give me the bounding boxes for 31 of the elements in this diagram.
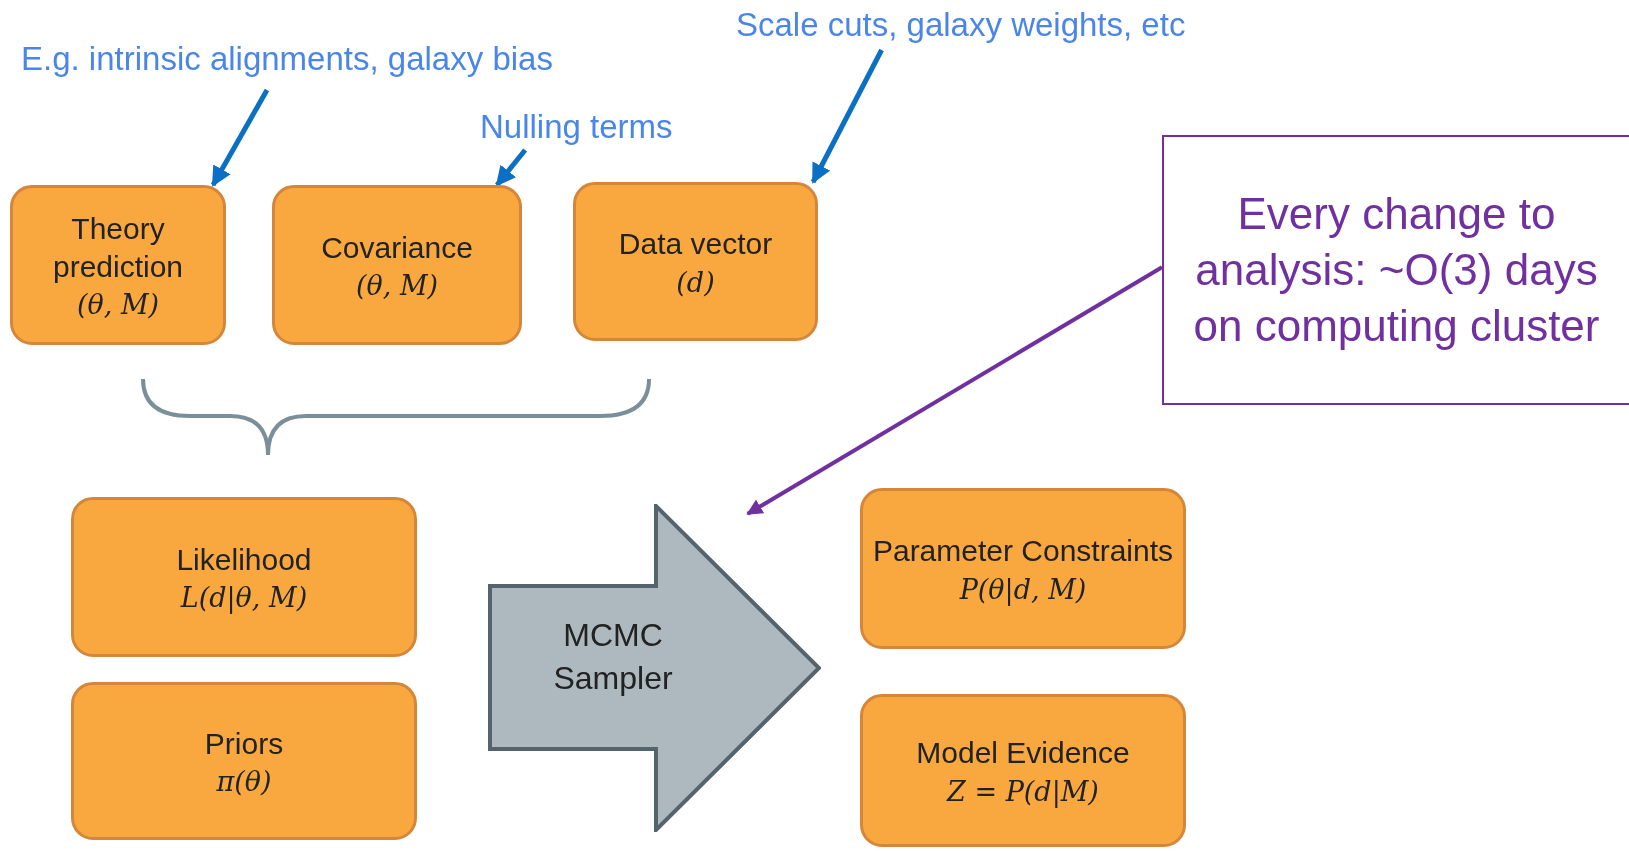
formula: L(d|θ, M) [180,582,308,614]
arrow-label: MCMC Sampler [552,616,674,699]
formula: (θ, M) [355,270,439,302]
box-label: Priors [204,725,284,762]
arrow [495,148,528,187]
annotation-text: E.g. intrinsic alignments, galaxy bias [21,38,621,90]
box-label: Covariance [321,229,473,266]
formula: (θ, M) [76,289,160,320]
process-box [71,682,417,840]
formula: (d) [676,266,715,298]
annotation-text: Nulling terms [480,106,695,150]
note-text: Every change to analysis: ~O(3) days on computing cluster [1192,188,1601,352]
process-box [860,488,1186,649]
formula: Z = P(d|M) [947,775,1099,807]
annotation-text: Scale cuts, galaxy weights, etc [736,4,1256,50]
box-label: Model Evidence [916,735,1130,772]
arrow [210,88,270,187]
process-box [573,182,818,341]
box-label: Parameter Constraints [872,533,1174,570]
process-box [71,497,417,657]
arrow [746,265,1164,516]
box-label: Likelihood [176,541,312,578]
process-box [10,185,226,345]
process-box [272,185,522,345]
process-box [860,694,1186,847]
arrow [810,48,884,184]
box-label: Theory prediction [51,211,185,285]
formula: P(θ|d, M) [959,573,1087,605]
note-box [1162,135,1629,405]
formula: π(θ) [216,766,272,798]
box-label: Data vector [618,226,773,263]
